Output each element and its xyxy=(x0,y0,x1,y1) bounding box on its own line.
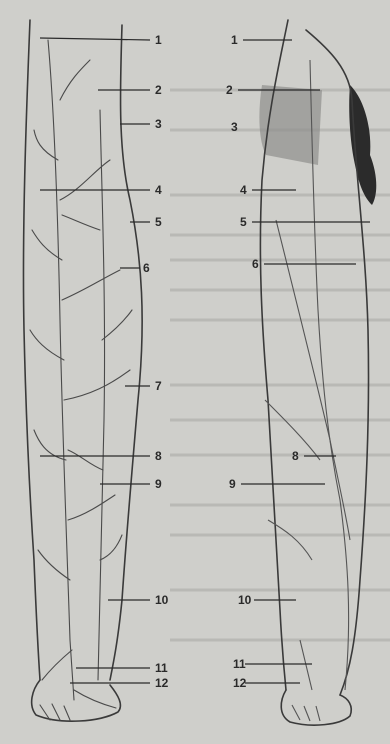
left-foot xyxy=(32,680,121,721)
right-label-3: 3 xyxy=(231,120,238,134)
left-label-7: 7 xyxy=(155,379,162,393)
left-leg-drawing xyxy=(23,20,142,721)
right-label-2: 2 xyxy=(226,83,233,97)
left-leg-outline-medial xyxy=(23,20,40,680)
left-label-12: 12 xyxy=(155,676,169,690)
left-label-9: 9 xyxy=(155,477,162,491)
right-label-8: 8 xyxy=(292,449,299,463)
right-label-9: 9 xyxy=(229,477,236,491)
right-label-10: 10 xyxy=(238,593,252,607)
right-leg-drawing xyxy=(259,20,376,725)
gluteal-shading-dark xyxy=(349,85,376,205)
left-label-6: 6 xyxy=(143,261,150,275)
left-label-5: 5 xyxy=(155,215,162,229)
right-label-11: 11 xyxy=(233,657,246,671)
right-label-6: 6 xyxy=(252,257,259,271)
left-label-3: 3 xyxy=(155,117,162,131)
right-label-1: 1 xyxy=(231,33,238,47)
right-label-5: 5 xyxy=(240,215,247,229)
left-label-1: 1 xyxy=(155,33,162,47)
right-label-4: 4 xyxy=(240,183,247,197)
left-leg-outline-lateral xyxy=(110,25,142,680)
left-label-10: 10 xyxy=(155,593,169,607)
left-label-8: 8 xyxy=(155,449,162,463)
left-label-4: 4 xyxy=(155,183,162,197)
left-label-2: 2 xyxy=(155,83,162,97)
left-label-11: 11 xyxy=(155,661,168,675)
right-label-12: 12 xyxy=(233,676,247,690)
